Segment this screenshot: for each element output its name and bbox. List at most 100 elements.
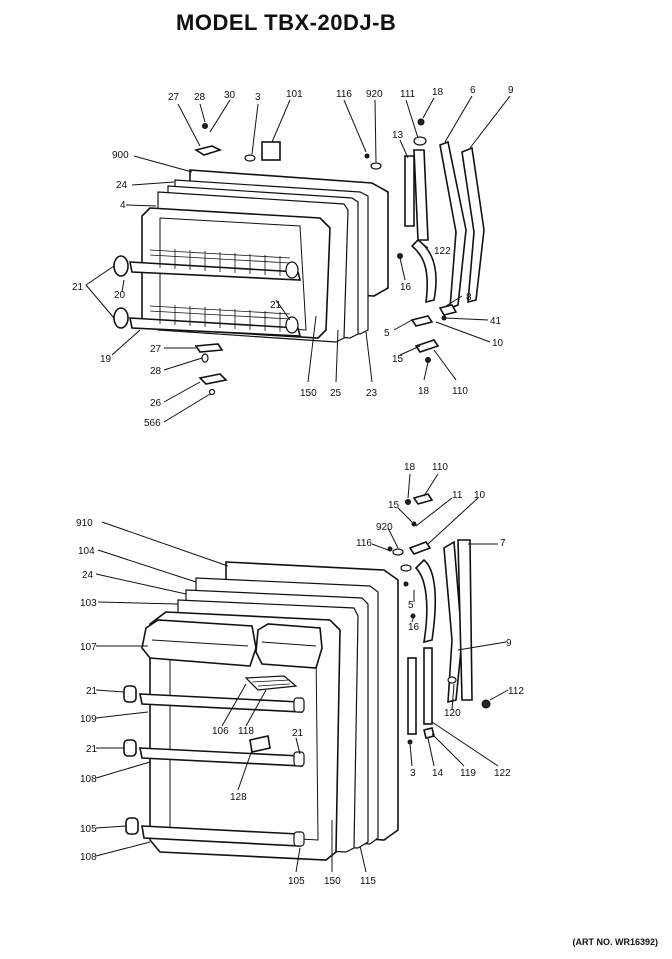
part-label: 5 [408,600,414,611]
part-label: 910 [76,518,93,529]
part-label: 18 [404,462,416,473]
part-label: 19 [100,354,112,365]
part-label: 112 [508,686,524,697]
part-label: 900 [112,150,129,161]
part-label: 14 [432,768,444,779]
hinge-shim [198,373,228,385]
trim-strip [423,647,433,725]
part-label: 107 [80,642,97,653]
cap [370,162,382,170]
part-label: 21 [72,282,84,293]
nameplate [261,141,281,161]
part-label: 21 [86,744,98,755]
part-label: 24 [116,180,128,191]
part-label: 28 [194,92,206,103]
part-label: 23 [366,388,378,399]
part-label: 106 [212,726,229,737]
part-label: 3 [255,92,261,103]
part-label: 18 [418,386,430,397]
part-label: 101 [286,89,303,100]
lower-hinge [414,339,440,353]
part-label: 118 [238,726,254,737]
hinge-plate [193,145,223,156]
part-label: 111 [400,89,416,100]
screw [364,153,370,159]
part-label: 115 [360,876,376,887]
part-label: 128 [230,792,247,803]
shelf-end-cap [113,307,129,329]
part-label: 18 [432,87,444,98]
door-handle [410,238,437,304]
part-label: 20 [114,290,126,301]
art-number: (ART NO. WR16392) [572,937,658,947]
part-label: 122 [434,246,451,257]
part-label: 27 [168,92,180,103]
hinge [410,315,434,327]
handle-trim-strip [404,155,415,227]
plug-button [244,154,256,162]
part-label: 110 [452,386,468,397]
part-label: 16 [408,622,420,633]
freezer-door-shelf-upper [129,261,302,281]
part-label: 26 [150,398,162,409]
part-label: 109 [80,714,97,725]
part-label: 104 [78,546,95,557]
screw [202,123,208,129]
part-label: 3 [410,768,416,779]
part-label: 15 [392,354,404,365]
bottom-part-labels: 18 110 15 11 10 910 920 116 7 104 24 5 1… [76,462,524,887]
part-label: 116 [336,89,352,100]
freezer-door-assembly [113,118,485,396]
handle-trim-strip [457,539,473,701]
screw [417,118,425,126]
bottom-leader-lines [95,473,509,873]
freezer-door-shelf-lower [129,317,302,337]
part-label: 28 [150,366,162,377]
top-hinge [412,493,434,505]
part-label: 30 [224,90,236,101]
part-label: 15 [388,500,400,511]
top-part-labels: 27 28 30 3 101 116 920 111 18 6 9 900 13… [72,85,514,429]
part-label: 108 [80,852,97,863]
diagram-title: MODEL TBX-20DJ-B [176,10,397,35]
part-label: 105 [288,876,305,887]
handle-cover [439,140,467,310]
part-label: 21 [292,728,304,739]
part-label: 21 [270,300,282,311]
handle-cover [443,540,463,704]
trim-strip [407,657,417,735]
part-label: 116 [356,538,372,549]
egg-tray [244,675,298,691]
shelf-end-cap [123,739,137,757]
part-label: 5 [384,328,390,339]
butter-compartment-door [255,623,323,669]
part-label: 11 [452,490,463,501]
part-label: 110 [432,462,448,473]
top-leader-lines [85,95,511,423]
bracket [249,735,271,753]
part-label: 920 [376,522,393,533]
part-label: 122 [494,768,511,779]
part-label: 8 [466,292,472,303]
part-label: 25 [330,388,342,399]
shelf-end-cap [123,685,137,703]
part-label: 9 [506,638,512,649]
shelf-end-cap [113,255,129,277]
part-label: 150 [300,388,317,399]
part-label: 10 [492,338,504,349]
part-label: 105 [80,824,97,835]
part-label: 7 [500,538,506,549]
part-label: 9 [508,85,514,96]
part-label: 119 [460,768,476,779]
part-label: 4 [120,200,126,211]
part-label: 6 [470,85,476,96]
cap-plug [481,699,491,709]
part-label: 103 [80,598,97,609]
part-label: 150 [324,876,341,887]
part-label: 27 [150,344,162,355]
part-label: 41 [490,316,502,327]
door-handle [414,558,437,644]
part-label: 10 [474,490,486,501]
handle-cover-trim [461,146,485,304]
